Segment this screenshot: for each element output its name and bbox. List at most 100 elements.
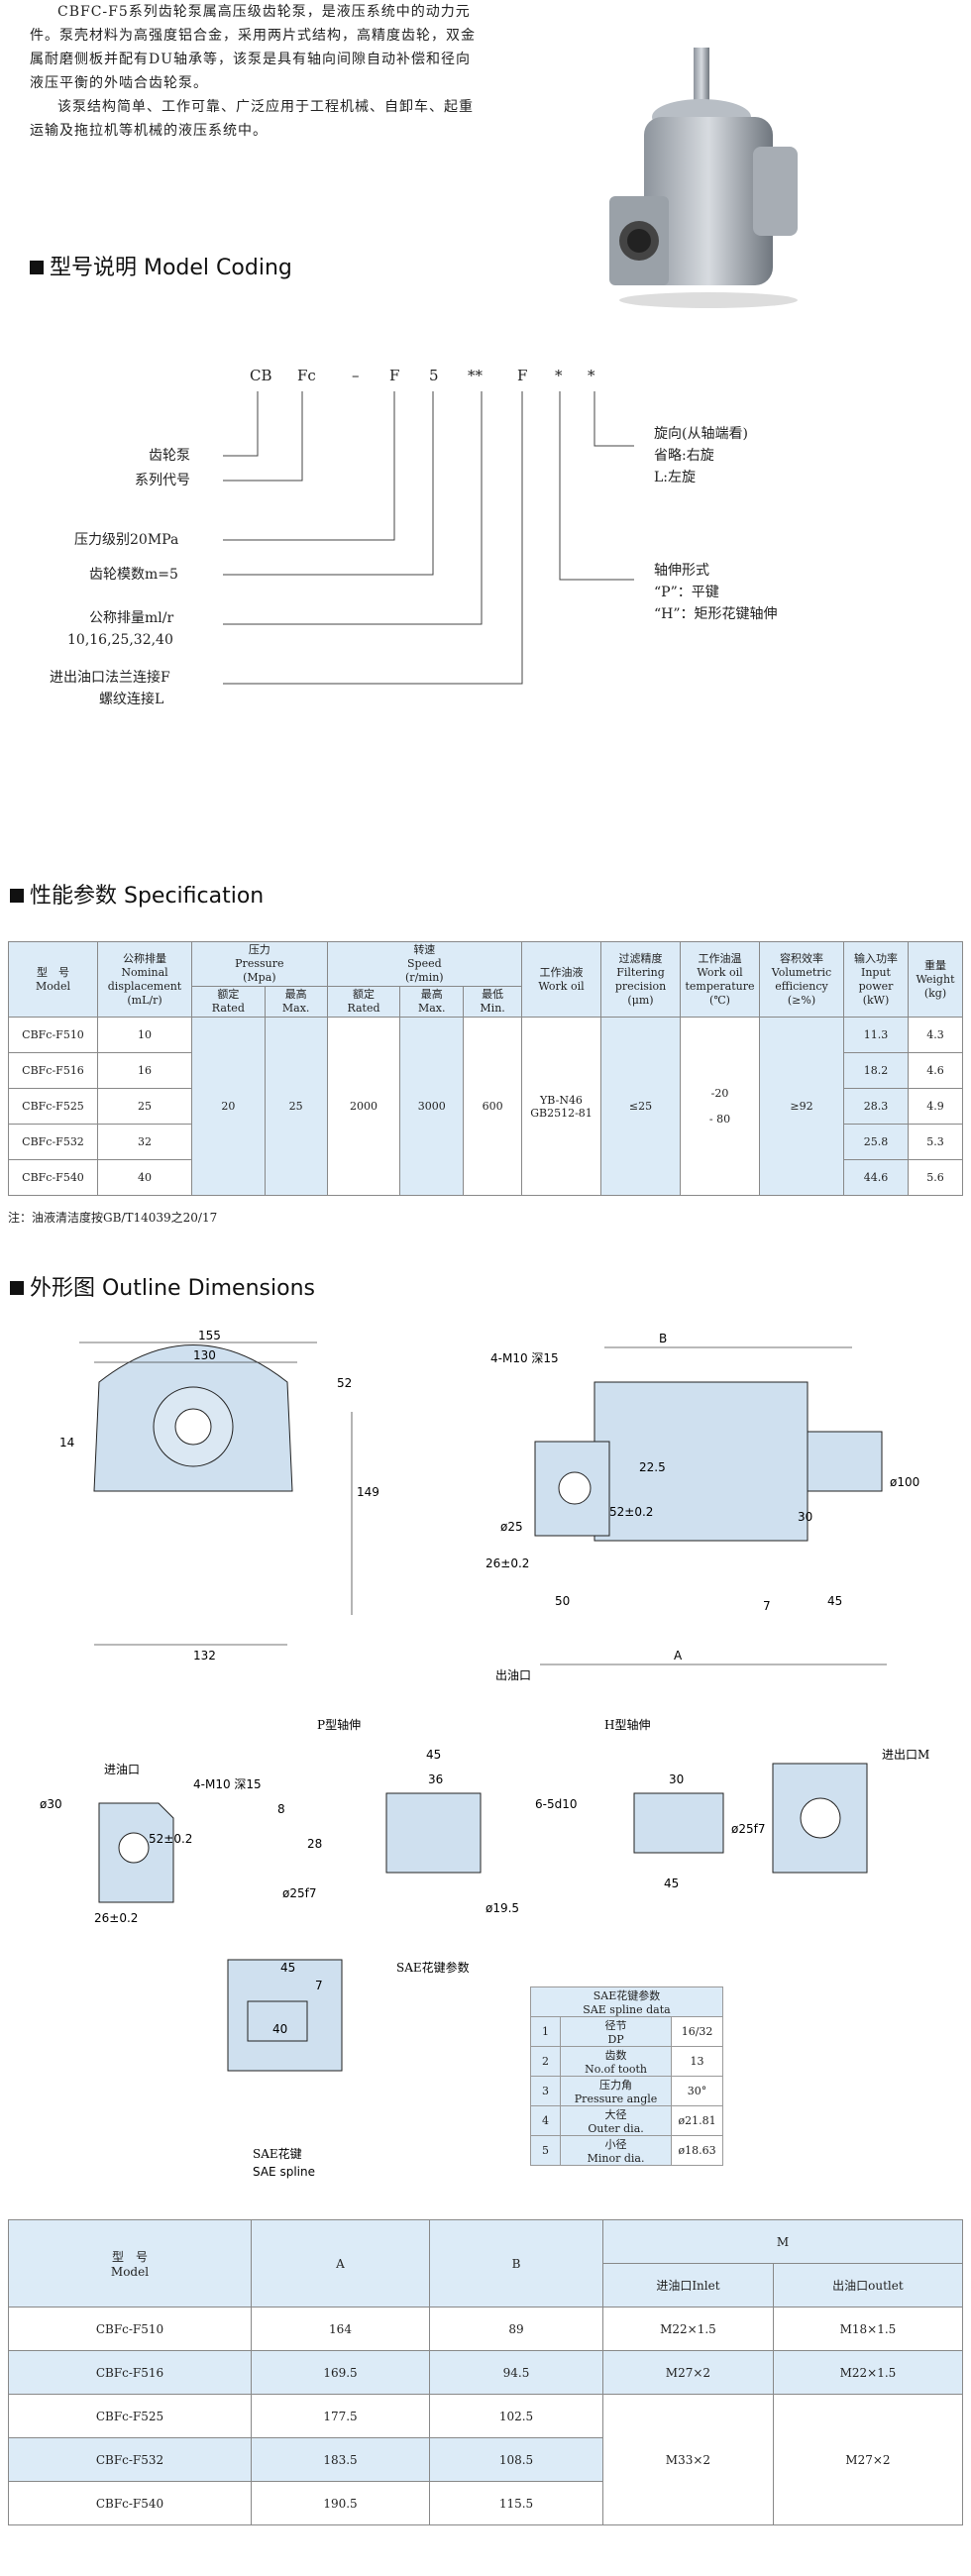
code-star2: * <box>588 367 595 384</box>
label-rotation-right: 省略:右旋 <box>654 448 714 464</box>
inlet-m-label: 进出口M <box>882 1748 929 1762</box>
dim-h-b: B <box>429 2219 603 2308</box>
label-port-flange: 进出油口法兰连接F <box>50 670 170 686</box>
dim-45b: 45 <box>426 1748 441 1762</box>
spec-disp: 40 <box>97 1159 192 1196</box>
sae-spline-en: SAE spline <box>253 2165 315 2179</box>
dim-132: 132 <box>193 1649 216 1663</box>
spec-disp: 16 <box>97 1052 192 1089</box>
dim-m10: 4-M10 深15 <box>490 1351 559 1365</box>
spec-model: CBFc-F525 <box>8 1088 98 1125</box>
dim-50: 50 <box>555 1594 570 1608</box>
spec-title-text: 性能参数 Specification <box>30 884 265 909</box>
spec-model: CBFc-F532 <box>8 1124 98 1160</box>
label-rotation: 旋向(从轴端看) <box>654 426 748 442</box>
dim-B: B <box>659 1332 667 1345</box>
dim-25f7b: ø25f7 <box>731 1822 765 1836</box>
table-row: CBFc-F510 10 20 25 2000 3000 600 YB-N46 … <box>8 1017 963 1196</box>
dim-22: 22.5 <box>639 1460 666 1474</box>
dim-30: 30 <box>798 1510 812 1524</box>
code-cb: CB <box>250 367 272 384</box>
h-shaft-caption: H型轴伸 <box>604 1717 650 1732</box>
inlet-label: 进油口 <box>104 1763 140 1776</box>
dim-h-a: A <box>251 2219 430 2308</box>
outline-title: 外形图 Outline Dimensions <box>10 1270 315 1302</box>
dim-130: 130 <box>193 1348 216 1362</box>
intro-paragraph-1: CBFC-F5系列齿轮泵属高压级齿轮泵，是液压系统中的动力元件。泵壳材料为高强度… <box>30 4 476 91</box>
label-shaft: 轴伸形式 <box>654 563 709 579</box>
code-f2: F <box>517 367 528 384</box>
spec-temp: -20- 80 <box>680 1017 760 1196</box>
dim-36: 36 <box>428 1772 443 1786</box>
spec-model: CBFc-F516 <box>8 1052 98 1089</box>
dim-7b: 7 <box>315 1979 323 1992</box>
p-shaft-caption: P型轴伸 <box>317 1717 361 1732</box>
code-f: F <box>389 367 400 384</box>
dim-45d: 45 <box>280 1961 295 1975</box>
dim-A: A <box>674 1649 683 1663</box>
dim-26: 26±0.2 <box>486 1556 529 1570</box>
dim-45c: 45 <box>664 1877 679 1890</box>
spec-vol: ≥92 <box>759 1017 844 1196</box>
spec-power: 25.8 <box>843 1124 909 1160</box>
spec-model: CBFc-F540 <box>8 1159 98 1196</box>
code-dash: – <box>352 367 360 384</box>
dim-7: 7 <box>763 1599 771 1613</box>
spec-weight: 4.6 <box>908 1052 963 1089</box>
label-displacement: 公称排量ml/r <box>89 610 174 626</box>
dim-outlet: 出油口 <box>495 1668 531 1682</box>
table-row: CBFc-F532 32 25.8 5.3 <box>8 1124 963 1160</box>
dim-m10b: 4-M10 深15 <box>193 1777 262 1791</box>
spec-note: 注：油液清洁度按GB/T14039之20/17 <box>8 1211 218 1225</box>
dim-52b: 52±0.2 <box>609 1505 653 1519</box>
dim-30c: 30 <box>669 1772 684 1786</box>
coding-leader-lines <box>223 391 634 685</box>
code-star1: * <box>555 367 563 384</box>
spec-title: 性能参数 Specification <box>10 878 264 910</box>
label-shaft-h: “H”：矩形花键轴伸 <box>654 606 778 622</box>
dim-6: 6-5d10 <box>535 1797 578 1811</box>
code-fc: Fc <box>297 367 316 384</box>
code-5: 5 <box>429 367 439 384</box>
dim-100: ø100 <box>890 1475 919 1489</box>
dim-149: 149 <box>357 1485 379 1499</box>
code-stars: ** <box>468 367 483 384</box>
dim-30b: ø30 <box>40 1797 62 1811</box>
dim-14: 14 <box>59 1436 74 1449</box>
spec-weight: 5.6 <box>908 1159 963 1196</box>
dim-45: 45 <box>827 1594 842 1608</box>
intro-paragraph-2: 该泵结构简单、工作可靠、广泛应用于工程机械、自卸车、起重运输及拖拉机等机械的液压… <box>30 99 474 139</box>
spec-p-rated: 20 <box>191 1017 266 1196</box>
dim-25: ø25 <box>500 1520 523 1534</box>
spec-weight: 4.9 <box>908 1088 963 1125</box>
intro-text: CBFC-F5系列齿轮泵属高压级齿轮泵，是液压系统中的动力元件。泵壳材料为高强度… <box>30 0 486 143</box>
label-pump: 齿轮泵 <box>149 448 190 464</box>
spec-disp: 32 <box>97 1124 192 1160</box>
label-pressure: 压力级别20MPa <box>74 532 179 548</box>
dim-h-outlet: 出油口outlet <box>772 2263 964 2308</box>
spec-power: 18.2 <box>843 1052 909 1089</box>
spec-filter: ≤25 <box>600 1017 681 1196</box>
